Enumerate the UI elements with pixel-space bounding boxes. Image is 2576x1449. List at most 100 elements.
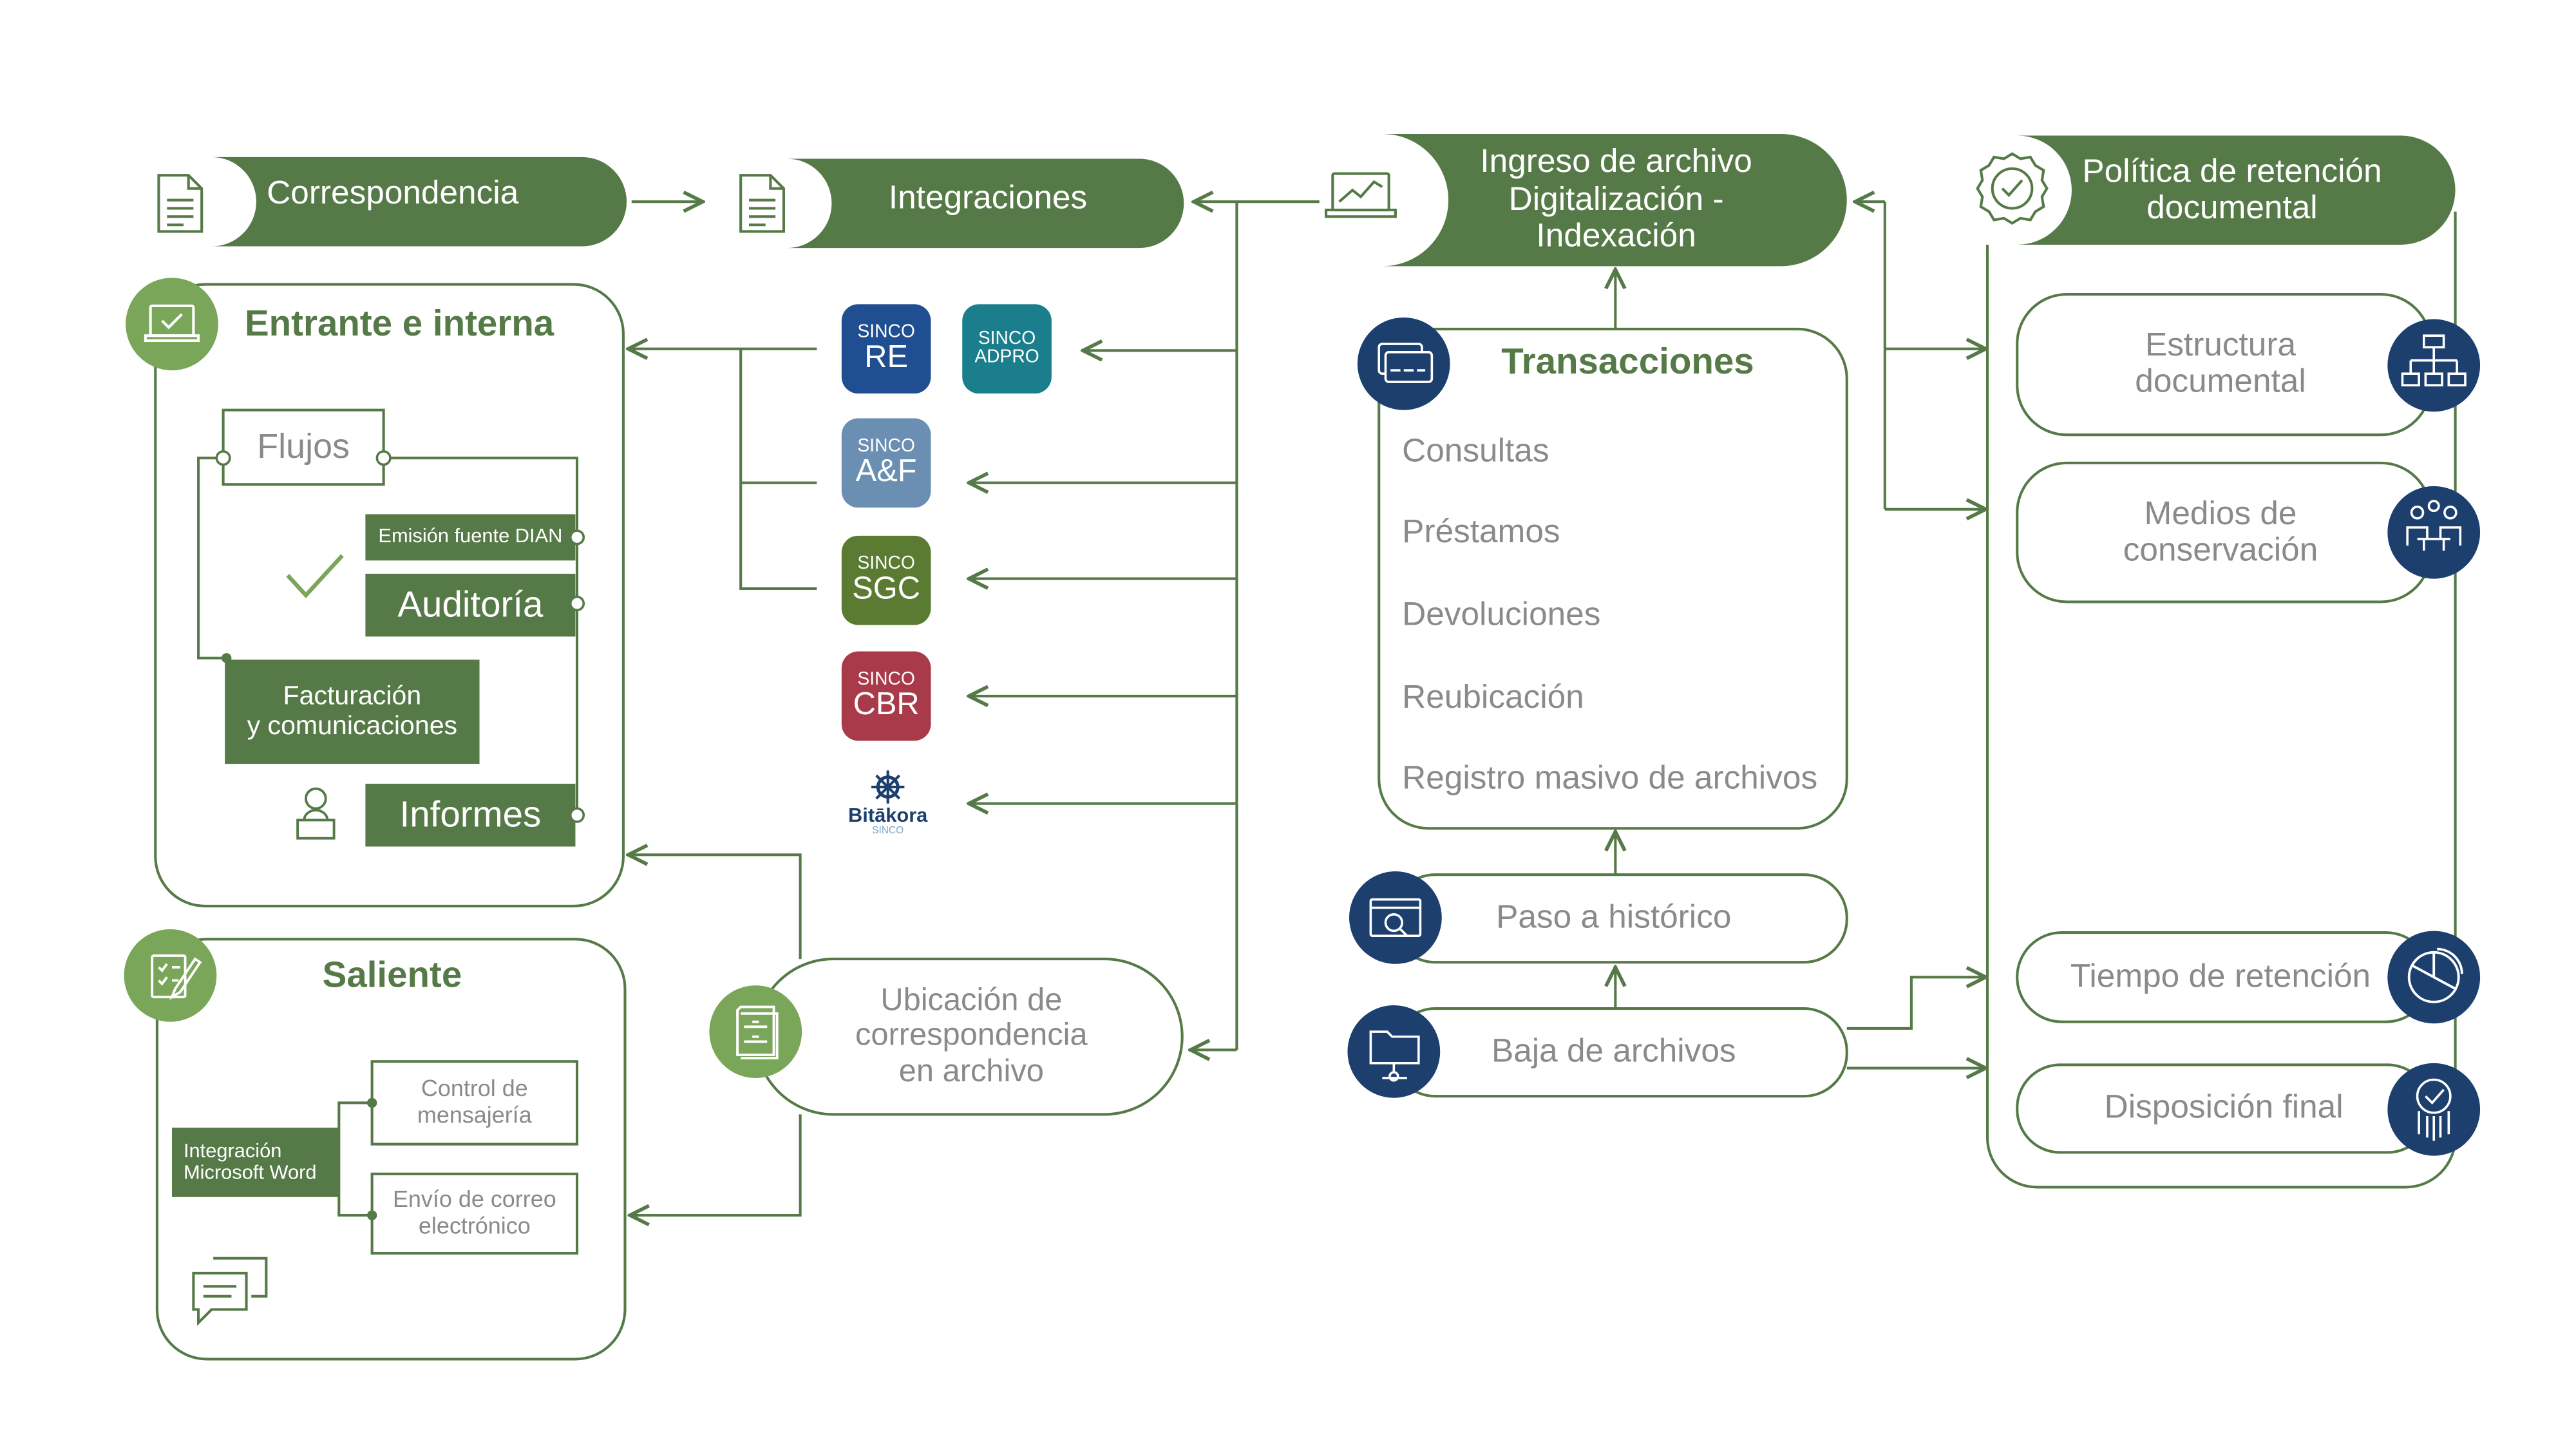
- transaccion-item: Préstamos: [1402, 514, 1560, 551]
- facturacion-box: Facturación y comunicaciones: [225, 659, 480, 764]
- certificate-icon: [1976, 152, 2049, 225]
- transaccion-item: Devoluciones: [1402, 596, 1601, 634]
- checklist-edit-icon: [151, 954, 202, 1000]
- envio-correo-label: Envío de correo electrónico: [372, 1174, 577, 1253]
- disposicion-badge: [2387, 1063, 2481, 1156]
- chat-icon: [192, 1256, 268, 1326]
- app-prefix: SINCO: [857, 436, 915, 457]
- politica-line-2: documental: [2146, 190, 2318, 227]
- app-sinco-af: SINCO A&F: [841, 418, 931, 508]
- politica-pill: [2017, 135, 2456, 245]
- people-meeting-icon: [2406, 500, 2462, 551]
- ubicacion-line-1: Ubicación de: [880, 983, 1063, 1019]
- transaccion-item: Consultas: [1402, 433, 1549, 470]
- emision-dian-box: Emisión fuente DIAN: [365, 514, 576, 561]
- transaccion-item: Reubicación: [1402, 679, 1584, 716]
- saliente-badge: [124, 929, 217, 1022]
- transaccion-item: Registro masivo de archivos: [1402, 761, 1818, 797]
- estructura-line-1: Estructura: [2145, 327, 2297, 363]
- entrante-title: Entrante e interna: [244, 302, 554, 345]
- informes-box: Informes: [365, 783, 576, 847]
- baja-badge: [1347, 1005, 1441, 1098]
- integraciones-label: Integraciones: [888, 180, 1088, 216]
- user-computer-icon: [296, 787, 336, 840]
- laptop-chart-icon: [1325, 172, 1397, 218]
- app-sinco-cbr: SINCO CBR: [841, 651, 931, 741]
- politica-line-1: Política de retención: [2082, 153, 2382, 190]
- tiempo-label: Tiempo de retención: [2070, 958, 2371, 996]
- check-circuit-icon: [2416, 1078, 2452, 1141]
- baja-archivos-label: Baja de archivos: [1491, 1034, 1736, 1070]
- document-icon: [739, 174, 786, 233]
- app-name: ADPRO: [974, 347, 1039, 367]
- saliente-box: [155, 938, 627, 1361]
- app-name: SGC: [852, 572, 920, 607]
- correspondencia-label: Correspondencia: [267, 175, 519, 212]
- integraciones-pill: [787, 158, 1184, 249]
- integracion-word-box: Integración Microsoft Word: [172, 1127, 339, 1197]
- bitakora-logo: Bitākora SINCO: [827, 769, 949, 848]
- app-prefix: SINCO: [857, 669, 915, 690]
- envio-line-2: electrónico: [418, 1211, 531, 1238]
- medios-label: Medios de conservación: [2031, 475, 2411, 591]
- app-prefix: SINCO: [857, 554, 915, 574]
- correspondencia-pill: [211, 156, 627, 247]
- integracion-line-1: Integración: [183, 1139, 282, 1162]
- ubicacion-line-2: correspondencia: [855, 1019, 1088, 1054]
- flujos-box: [222, 408, 385, 486]
- app-sinco-re: SINCO RE: [841, 304, 931, 394]
- control-line-1: Control de: [421, 1075, 528, 1102]
- transacciones-box: [1378, 327, 1848, 830]
- bitakora-name: Bitākora: [848, 803, 928, 827]
- envio-line-1: Envío de correo: [392, 1186, 556, 1213]
- org-chart-icon: [2401, 334, 2467, 387]
- auditoria-box: Auditoría: [365, 573, 576, 637]
- app-name: CBR: [853, 688, 920, 723]
- estructura-label: Estructura documental: [2031, 306, 2411, 422]
- control-mensajeria-box: [370, 1060, 579, 1146]
- medios-line-1: Medios de: [2144, 495, 2297, 532]
- entrante-box: [154, 283, 625, 907]
- ship-wheel-icon: [871, 770, 905, 804]
- monitor-search-icon: [1369, 898, 1422, 937]
- folder-network-icon: [1369, 1030, 1420, 1082]
- app-name: A&F: [855, 455, 917, 489]
- integracion-line-2: Microsoft Word: [183, 1160, 317, 1184]
- ingreso-pill: [1382, 133, 1847, 267]
- document-icon: [157, 174, 204, 233]
- historico-badge: [1349, 871, 1442, 964]
- control-mensajeria-label: Control de mensajería: [372, 1061, 577, 1144]
- monitor-check-icon: [144, 304, 200, 342]
- app-prefix: SINCO: [978, 328, 1036, 349]
- flujos-label: Flujos: [257, 428, 350, 466]
- ubicacion-badge: [709, 985, 802, 1078]
- transacciones-title: Transacciones: [1501, 340, 1754, 383]
- medios-badge: [2387, 486, 2481, 579]
- disposicion-label: Disposición final: [2104, 1090, 2344, 1127]
- facturacion-line-2: y comunicaciones: [247, 712, 458, 740]
- facturacion-line-1: Facturación: [283, 683, 422, 711]
- politica-box: [1985, 211, 2457, 1189]
- ingreso-line-2: Digitalización -: [1508, 181, 1724, 218]
- app-name: RE: [864, 340, 909, 375]
- pie-chart-icon: [2407, 947, 2463, 1003]
- control-line-2: mensajería: [417, 1101, 532, 1128]
- app-prefix: SINCO: [857, 322, 915, 343]
- bitakora-sub: SINCO: [872, 827, 904, 837]
- ingreso-line-1: Ingreso de archivo: [1480, 144, 1752, 181]
- checkmark-icon: [286, 554, 344, 599]
- card-icon: [1378, 343, 1434, 383]
- estructura-line-2: documental: [2135, 363, 2306, 401]
- app-sinco-sgc: SINCO SGC: [841, 535, 931, 625]
- app-sinco-adpro: SINCO ADPRO: [962, 304, 1052, 394]
- ubicacion-label: Ubicación de correspondencia en archivo: [802, 967, 1141, 1106]
- politica-label: Política de retención documental: [2042, 142, 2423, 238]
- archive-cabinet-icon: [736, 1005, 779, 1060]
- ubicacion-line-3: en archivo: [898, 1054, 1044, 1089]
- envio-correo-box: [370, 1172, 579, 1255]
- paso-historico-label: Paso a histórico: [1496, 900, 1732, 936]
- ingreso-line-3: Indexación: [1536, 218, 1696, 255]
- saliente-title: Saliente: [322, 954, 462, 996]
